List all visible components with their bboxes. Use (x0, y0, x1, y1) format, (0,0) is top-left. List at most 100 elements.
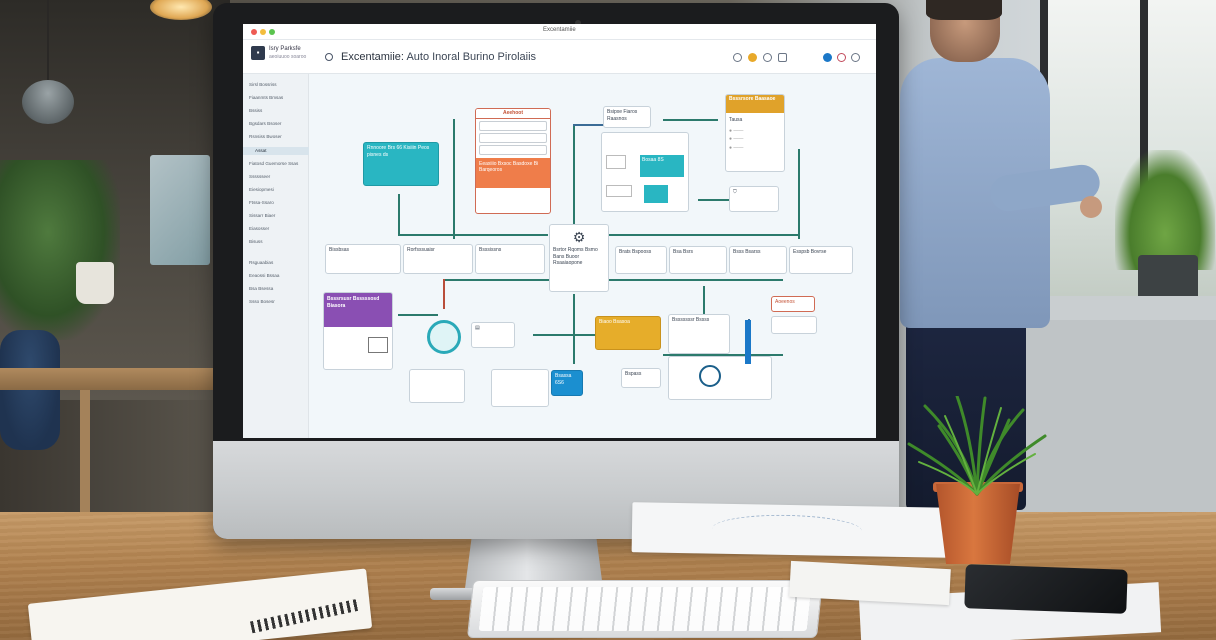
sidebar-item[interactable]: Bsa Bsessa (249, 286, 274, 291)
monitor-icon (368, 337, 388, 353)
connector-line (573, 294, 575, 364)
diagram-node-blue[interactable]: Bsassa 6S6 (551, 370, 583, 396)
info-icon[interactable] (733, 53, 742, 62)
sidebar-item-active[interactable]: Assat (243, 147, 309, 155)
share-icon[interactable] (778, 53, 787, 62)
sidebar-item[interactable]: Bssiss (249, 108, 263, 113)
office-chair (0, 330, 60, 450)
sidebar-item[interactable]: Sissarr Biaer (249, 213, 276, 218)
sidebar-item[interactable]: Ftssa-Ssaro (249, 200, 274, 205)
refresh-icon[interactable] (427, 320, 461, 354)
window-titlebar: Excentamiie (243, 24, 876, 40)
progress-bar (745, 320, 751, 364)
diagram-node-gold[interactable]: Biaoo Bsasoa (595, 316, 661, 350)
menu-icon[interactable] (851, 53, 860, 62)
diagram-node[interactable]: Rorfsssuaisr (403, 244, 473, 274)
background-monitor (150, 155, 210, 265)
sidebar-item[interactable]: Ssso Bosesr (249, 299, 275, 304)
checklist-item: ● —— (729, 144, 744, 151)
node-text: Rnnoore Brs 66 Kisiiin Peos pisnes ds (367, 145, 430, 158)
background-desk-leg (80, 390, 90, 530)
notification-icon[interactable] (748, 53, 757, 62)
diagram-node-panel[interactable]: Bosaa 8S (601, 132, 689, 212)
diagram-node[interactable]: ▤ (471, 322, 515, 348)
node-field (479, 120, 547, 131)
diagram-node[interactable] (491, 369, 549, 407)
diagram-node-teal[interactable]: Rnnoore Brs 66 Kisiiin Peos pisnes ds (363, 142, 439, 186)
window-plant (1115, 150, 1215, 270)
monitor-screen: Excentamiie ▪ Isry Parksfe aeoiuuoo soar… (243, 24, 876, 438)
connector-line (698, 199, 738, 201)
node-field (606, 185, 632, 197)
sidebar-item[interactable]: Rsnsiss Bwoser (249, 134, 282, 139)
person-hand (1080, 196, 1102, 218)
diagram-node[interactable] (409, 369, 465, 403)
diagram-node[interactable]: Bissbsas (325, 244, 401, 274)
chart-icon: ▤ (475, 325, 480, 331)
lamp-cord (47, 0, 49, 85)
page-title: Excentamiie: Auto Inoral Burino Pirolaii… (341, 51, 536, 63)
connector-line (598, 234, 798, 236)
plant-pot (936, 484, 1020, 564)
sidebar-item[interactable]: Sssssseer (249, 174, 271, 179)
minimize-window-icon[interactable] (260, 29, 266, 35)
sidebar-item[interactable]: Fiatosd Guemorse Ssas (249, 161, 299, 166)
webcam-icon (575, 20, 581, 26)
sidebar-item[interactable]: Bgsdars Bsoser (249, 121, 282, 126)
person-hair (926, 0, 1002, 20)
diagram-node[interactable]: Esspsb Bovrse (789, 246, 853, 274)
alert-icon[interactable] (837, 53, 846, 62)
sidebar-item[interactable]: Rsguaabias (249, 260, 274, 265)
settings-icon[interactable] (763, 53, 772, 62)
diagram-node[interactable]: Bsss Bsarss (729, 246, 787, 274)
connector-line (533, 334, 603, 336)
diagram-node[interactable]: Bsssissns (475, 244, 545, 274)
printed-diagram-paper (631, 502, 953, 558)
diagram-node[interactable]: Bspass (621, 368, 661, 388)
diagram-node-approval[interactable]: Aeehoot Eeaxiiio Bxsoc Basdoxe Bi Barqeo… (475, 108, 551, 214)
diagram-node-card[interactable]: Bsssrsusr Bsssssosd Biasora (323, 292, 393, 370)
diagram-node[interactable]: Bsa Bsrs (669, 246, 727, 274)
user-avatar-icon[interactable] (823, 53, 832, 62)
connector-line (798, 149, 800, 239)
node-header: Bsssrsore Baasaoe (726, 95, 784, 113)
pendant-lamp-shade (22, 80, 74, 124)
connector-line (398, 194, 400, 234)
diagram-node[interactable]: Bsipxe Fiaros Raasnos (603, 106, 651, 128)
sidebar-item[interactable]: Fiaanmts Bmsas (249, 95, 284, 100)
person-legs (906, 320, 1026, 510)
diagram-node[interactable]: Bsssssssr Bssss (668, 314, 730, 354)
diagram-node-hub[interactable]: ⚙ Bsrtor Rqoms Bsmo Bans Buoor Rsaaiaopo… (549, 224, 609, 292)
diagram-node[interactable] (771, 316, 817, 334)
connector-line (443, 279, 783, 281)
maximize-window-icon[interactable] (269, 29, 275, 35)
keyboard-keys (478, 587, 812, 631)
node-field (479, 144, 547, 155)
sidebar-item[interactable]: Eeaossi Bssaa (249, 273, 280, 278)
app-header: ▪ Isry Parksfe aeoiuuoo soaroo Excentami… (243, 40, 876, 74)
connector-line (573, 124, 575, 224)
diagram-node[interactable]: ⛉ (729, 186, 779, 212)
node-text: Bsrtor Rqoms Bsmo Bans Buoor Rsaaiaopone (553, 247, 598, 266)
diagram-node[interactable]: Brats Bspooss (615, 246, 667, 274)
sidebar-item[interactable]: Sirsl Bossriss (249, 82, 277, 87)
app-logo-icon[interactable]: ▪ (251, 46, 265, 60)
diagram-node-tag[interactable]: Aoeenos (771, 296, 815, 312)
paper-sketch (711, 513, 863, 547)
close-window-icon[interactable] (251, 29, 257, 35)
diagram-icon (325, 53, 333, 61)
org-subtitle: aeoiuuoo soaroo (269, 54, 307, 60)
diagram-node-checklist[interactable]: Bsssrsore Baasaoe Tausa ● —— ● —— ● —— (725, 94, 785, 172)
sidebar-item[interactable]: Bisuss (249, 239, 263, 244)
robot-icon: ⚙ (572, 229, 586, 245)
connector-line (443, 279, 445, 309)
sidebar-item[interactable]: Eiesiopmesi (249, 187, 274, 192)
connector-line (703, 286, 705, 336)
sidebar-item[interactable]: Eiasosser (249, 226, 270, 231)
node-header: Bsssrsusr Bsssssosd Biasora (324, 293, 392, 327)
connector-line (663, 354, 783, 356)
node-button[interactable]: Bosaa 8S (640, 155, 684, 177)
diagram-node-process[interactable] (668, 356, 772, 400)
sidebar: Sirsl Bossriss Fiaanmts Bmsas Bssiss Bgs… (243, 74, 309, 438)
